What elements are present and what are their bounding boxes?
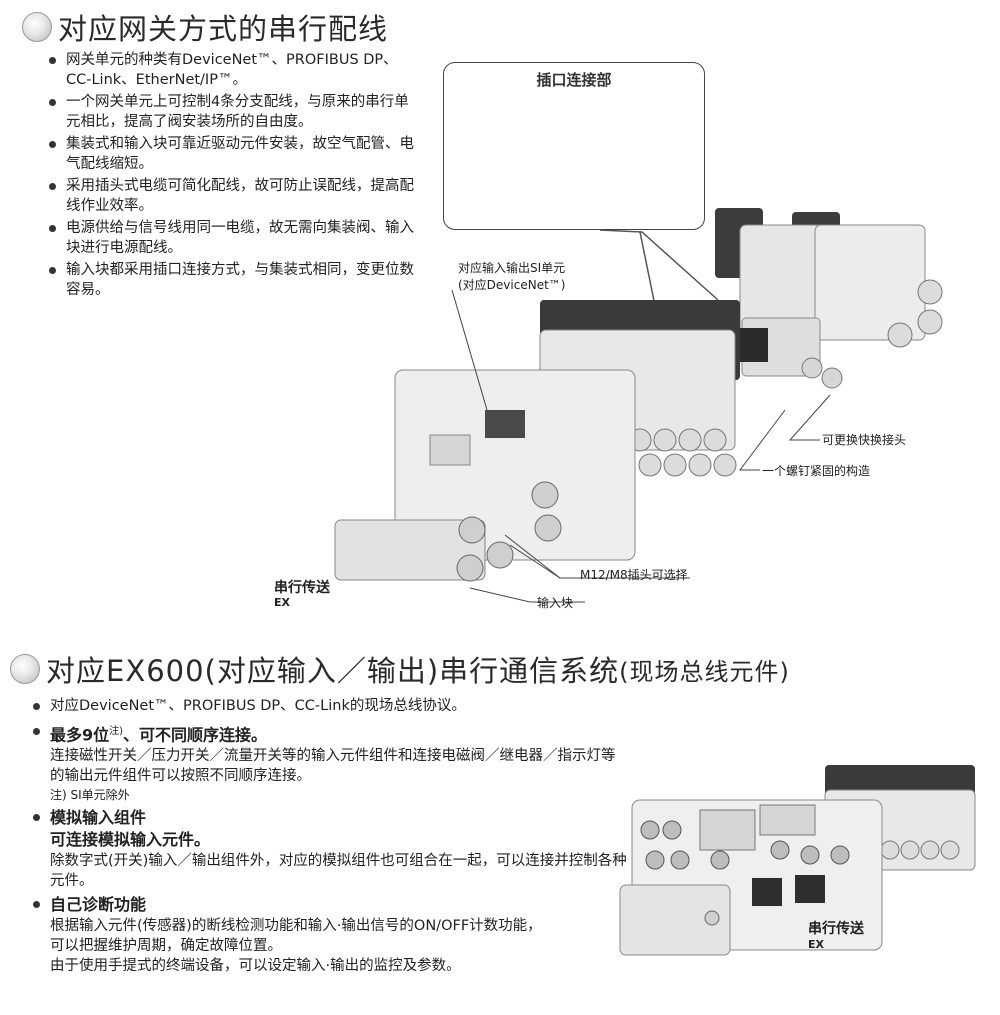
inset-title: 插口连接部 <box>536 71 612 89</box>
callout-connector: M12/M8插头可选择 <box>580 568 688 582</box>
bullet2-head: 最多9位 <box>50 724 110 744</box>
list-item: 最多9位注)、可不同顺序连接。 连接磁性开关／压力开关／流量开关等的输入元件组件… <box>28 721 628 804</box>
ex600-manifold <box>619 765 976 956</box>
bullet2-tail: 、可不同顺序连接。 <box>123 724 268 744</box>
section1-caption: 串行传送 <box>274 580 330 596</box>
section2-title: 对应EX600(对应输入／输出)串行通信系统 (现场总线元件) <box>10 648 790 690</box>
callout-si-unit-line2: (对应DeviceNet™) <box>458 278 566 292</box>
list-item: 网关单元的种类有DeviceNet™、PROFIBUS DP、CC-Link、E… <box>44 51 416 90</box>
list-item: 模拟输入组件 可连接模拟输入元件。 除数字式(开关)输入／输出组件外，对应的模拟… <box>28 807 628 891</box>
bullet3-head: 模拟输入组件 <box>50 807 147 827</box>
callout-quick-fitting: 可更换快换接头 <box>822 433 907 447</box>
section2-title-paren: (现场总线元件) <box>619 657 790 686</box>
bullet4-body3: 由于使用手提式的终端设备，可以设定输入·输出的监控及参数。 <box>50 957 461 974</box>
section1-title: 对应网关方式的串行配线 <box>22 6 388 48</box>
main-manifold <box>334 300 740 582</box>
list-item: 电源供给与信号线用同一电缆，故无需向集装阀、输入块进行电源配线。 <box>44 219 416 258</box>
list-item: 采用插头式电缆可简化配线，故可防止误配线，提高配线作业效率。 <box>44 177 416 216</box>
callout-screw-fixed: 一个螺钉紧固的构造 <box>762 464 871 478</box>
section1-title-text: 对应网关方式的串行配线 <box>58 12 389 46</box>
valve-assembly-right <box>715 208 943 389</box>
callout-input-block: 输入块 <box>537 596 574 610</box>
bullet-circle-icon <box>22 12 52 42</box>
bullet2-note-mark: 注) <box>109 725 124 737</box>
section2-caption-mark: EX <box>808 938 824 951</box>
bullet3-sub: 可连接模拟输入元件。 <box>50 829 211 849</box>
bullet2-note: 注) SI单元除外 <box>50 787 130 802</box>
section2-bullet-list: 对应DeviceNet™、PROFIBUS DP、CC-Link的现场总线协议。… <box>28 697 628 979</box>
bullet4-body2: 可以把握维护周期，确定故障位置。 <box>50 937 282 954</box>
bullet4-body1: 根据输入元件(传感器)的断线检测功能和输入·输出信号的ON/OFF计数功能， <box>50 917 542 934</box>
section2-caption: 串行传送 <box>808 921 864 937</box>
list-item: 对应DeviceNet™、PROFIBUS DP、CC-Link的现场总线协议。 <box>28 697 628 717</box>
bullet3-body: 除数字式(开关)输入／输出组件外，对应的模拟组件也可组合在一起，可以连接并控制各… <box>50 852 627 889</box>
callout-si-unit-line1: 对应输入输出SI单元 <box>458 261 566 275</box>
list-item: 集装式和输入块可靠近驱动元件安装，故空气配管、电气配线缩短。 <box>44 135 416 174</box>
bullet4-head: 自己诊断功能 <box>50 894 147 914</box>
list-item: 输入块都采用插口连接方式，与集装式相同，变更位数容易。 <box>44 261 416 300</box>
bullet-circle-icon <box>10 654 40 684</box>
section2-title-main: 对应EX600(对应输入／输出)串行通信系统 <box>46 654 620 688</box>
list-item: 自己诊断功能 根据输入元件(传感器)的断线检测功能和输入·输出信号的ON/OFF… <box>28 894 628 976</box>
section1-bullet-list: 网关单元的种类有DeviceNet™、PROFIBUS DP、CC-Link、E… <box>44 51 416 303</box>
connector-detail-inset: 插口连接部 <box>443 62 705 230</box>
bullet2-body: 连接磁性开关／压力开关／流量开关等的输入元件组件和连接电磁阀／继电器／指示灯等的… <box>50 747 616 784</box>
list-item: 一个网关单元上可控制4条分支配线，与原来的串行单元相比，提高了阀安装场所的自由度… <box>44 93 416 132</box>
section1-caption-mark: EX <box>274 596 290 609</box>
